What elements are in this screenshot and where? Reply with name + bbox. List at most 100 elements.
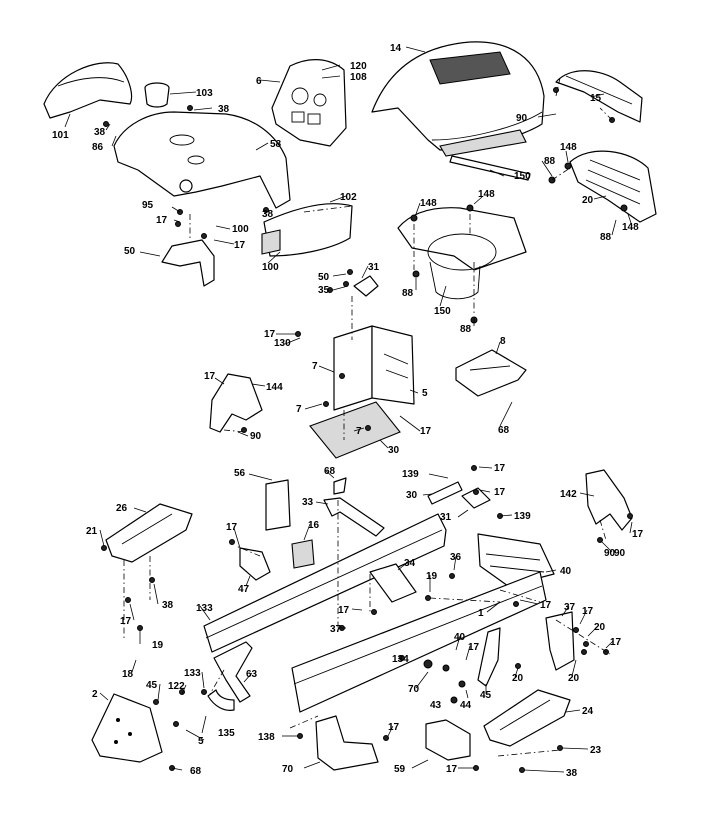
frame-rail-1 (291, 571, 547, 713)
support-panel-5 (333, 325, 415, 411)
callout-label: 63 (246, 669, 258, 680)
link-32 (427, 481, 463, 505)
callout-label: 18 (122, 669, 134, 680)
callout-label: 103 (196, 88, 213, 99)
plate-40 (369, 563, 417, 603)
grille-18 (569, 150, 657, 223)
callout-label: 40 (454, 632, 466, 643)
hardware-fasteners (101, 87, 633, 773)
callout-label: 56 (234, 468, 246, 479)
callout-label: 148 (560, 142, 577, 153)
callout-label: 17 (234, 240, 246, 251)
callout-label: 88 (544, 156, 556, 167)
callout-label: 108 (350, 72, 367, 83)
callout-label: 139 (402, 469, 419, 480)
callout-label: 16 (308, 520, 320, 531)
callout-label: 8 (500, 336, 506, 347)
dashboard-37 (113, 111, 291, 209)
callout-label: 38 (218, 104, 230, 115)
callout-label: 38 (262, 209, 274, 220)
seat-pan-150 (397, 207, 527, 300)
callout-labels: 14 120 108 6 103 38 1 5 90 101 38 86 58 1… (52, 43, 644, 779)
callout-label: 120 (350, 61, 367, 72)
callout-label: 31 (440, 512, 452, 523)
callout-label: 88 (460, 324, 472, 335)
callout-label: 37 (330, 624, 342, 635)
callout-label: 17 (204, 371, 216, 382)
callout-label: 142 (560, 489, 577, 500)
callout-label: 135 (218, 728, 235, 739)
callout-label: 90 (250, 431, 262, 442)
callout-label: 100 (262, 262, 279, 273)
callout-label: 122 (168, 681, 185, 692)
callout-label: 59 (394, 764, 406, 775)
callout-label: 45 (480, 690, 492, 701)
callout-label: 1 (478, 608, 484, 619)
callout-label: 68 (498, 425, 510, 436)
callout-label: 130 (274, 338, 291, 349)
callout-label: 20 (512, 673, 524, 684)
callout-label: 95 (142, 200, 154, 211)
bracket-8 (455, 349, 527, 397)
rear-plate-50 (477, 533, 555, 587)
guard-86 (315, 715, 379, 771)
callout-label: 33 (302, 497, 314, 508)
callout-label: 58 (270, 139, 282, 150)
callout-label: 37 (564, 602, 576, 613)
callout-label: 134 (392, 654, 409, 665)
callout-label: 88 (402, 288, 414, 299)
callout-label: 138 (258, 732, 275, 743)
callout-label: 17 (226, 522, 238, 533)
callout-label: 50 (124, 246, 136, 257)
bracket-38 (425, 719, 471, 761)
callout-label: 86 (92, 142, 104, 153)
callout-label: 17 (494, 487, 506, 498)
callout-label: 17 (264, 329, 276, 340)
assembly-lines (123, 77, 613, 757)
callout-label: 6 (256, 76, 262, 87)
callout-label: 38 (566, 768, 578, 779)
callout-label: 30 (388, 445, 400, 456)
callout-label: 17 (468, 642, 480, 653)
cup-138 (144, 82, 170, 108)
callout-label: 17 (120, 616, 132, 627)
callout-label: 5 (422, 388, 428, 399)
lower-panel-135 (261, 203, 353, 257)
callout-label: 34 (404, 558, 416, 569)
frame-rail-91 (203, 513, 447, 653)
callout-label: 150 (514, 171, 531, 182)
callout-label: 17 (156, 215, 168, 226)
callout-label: 23 (590, 745, 602, 756)
bracket-56 (239, 547, 271, 581)
callout-label: 17 (610, 637, 622, 648)
callout-label: 35 (318, 285, 330, 296)
callout-label: 7 (356, 426, 362, 437)
callout-label: 30 (406, 490, 418, 501)
side-panel-15 (555, 70, 643, 123)
callout-label: 21 (86, 526, 98, 537)
callout-label: 20 (594, 622, 606, 633)
strip-148 (449, 155, 531, 181)
leader-lines (64, 46, 633, 773)
callout-label: 7 (296, 404, 302, 415)
callout-label: 101 (52, 130, 69, 141)
callout-label: 70 (282, 764, 294, 775)
callout-label: 26 (116, 503, 128, 514)
callout-label: 24 (582, 706, 594, 717)
callout-label: 17 (446, 764, 458, 775)
callout-label: 102 (340, 192, 357, 203)
callout-label: 17 (632, 529, 644, 540)
callout-label: 19 (152, 640, 164, 651)
callout-label: 50 (318, 272, 330, 283)
callout-label: 88 (600, 232, 612, 243)
bracket-31 (353, 275, 379, 297)
foot-rest-24 (483, 689, 571, 747)
callout-label: 36 (450, 552, 462, 563)
brace-34 (323, 497, 385, 537)
callout-label: 90 (614, 548, 626, 559)
callout-label: 17 (388, 722, 400, 733)
callout-label: 90 (604, 548, 616, 559)
pedal-64 (477, 627, 501, 687)
callout-label: 14 (390, 43, 402, 54)
